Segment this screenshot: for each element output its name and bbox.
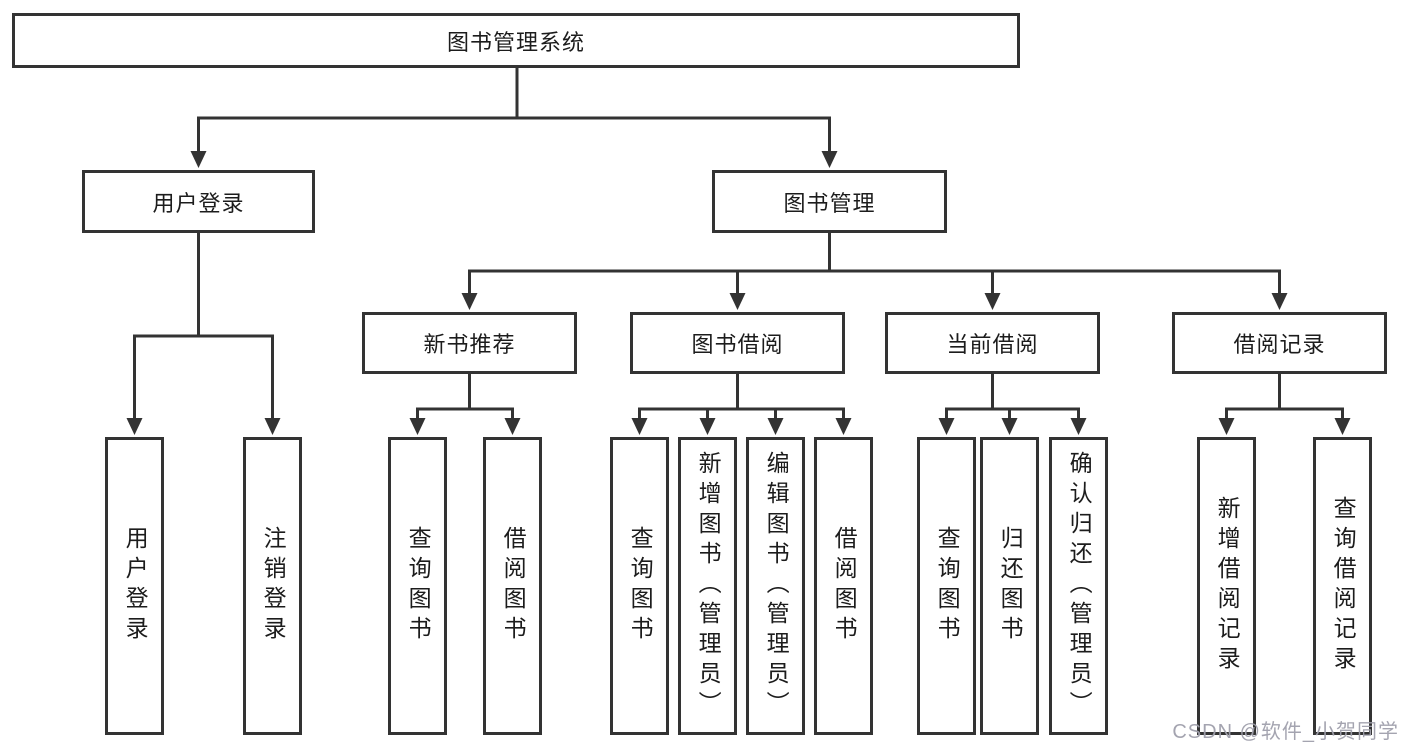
arrowhead [190,151,207,168]
node-book-management: 图书管理 [712,170,947,233]
leaf-confirm-return-admin: 确认归还（管理员） [1049,437,1108,735]
leaf-add-books-admin-label: 新增图书（管理员） [695,451,722,721]
leaf-query-borrow-record-label: 查询借阅记录 [1330,496,1357,676]
node-current-borrowing-label: 当前借阅 [946,332,1039,357]
leaf-query-books-borrowing-label: 查询图书 [627,526,654,646]
arrowhead [699,418,716,435]
arrowhead [126,418,143,435]
node-new-book-recommendation: 新书推荐 [362,312,577,374]
leaf-logout-label: 注销登录 [260,526,287,646]
connector-book-management-to-level3 [468,230,1281,297]
arrowhead [835,418,852,435]
leaf-logout: 注销登录 [243,437,302,735]
leaf-query-books-recommend-label: 查询图书 [405,526,432,646]
node-new-book-recommendation-label: 新书推荐 [423,332,516,357]
leaf-confirm-return-admin-label: 确认归还（管理员） [1066,451,1093,721]
node-user-login: 用户登录 [82,170,315,233]
arrowhead [409,418,426,435]
leaf-add-borrow-record-label: 新增借阅记录 [1214,496,1241,676]
node-borrowing-records: 借阅记录 [1172,312,1387,374]
leaf-query-books-borrowing: 查询图书 [610,437,669,735]
leaf-query-books-current: 查询图书 [917,437,976,735]
arrowhead [821,151,838,168]
node-book-borrowing: 图书借阅 [630,312,845,374]
connector-new-book-recommendation-to-leaves [416,371,514,422]
leaf-return-books: 归还图书 [980,437,1039,735]
arrowhead [631,418,648,435]
leaf-query-borrow-record: 查询借阅记录 [1313,437,1372,735]
leaf-query-books-current-label: 查询图书 [934,526,961,646]
arrowhead [1070,418,1087,435]
leaf-user-login-label: 用户登录 [122,526,149,646]
csdn-watermark: CSDN @软件_小贺同学 [1172,721,1399,743]
connector-user-login-to-leaves [133,230,274,422]
leaf-user-login: 用户登录 [105,437,164,735]
arrowhead [729,293,746,310]
node-root-label: 图书管理系统 [446,29,585,55]
leaf-return-books-label: 归还图书 [997,526,1024,646]
leaf-borrow-books-recommend: 借阅图书 [483,437,542,735]
leaf-borrow-books-borrowing-label: 借阅图书 [831,526,858,646]
arrowhead [984,293,1001,310]
leaf-add-borrow-record: 新增借阅记录 [1197,437,1256,735]
leaf-add-books-admin: 新增图书（管理员） [678,437,737,735]
arrowhead [767,418,784,435]
connector-current-borrowing-to-leaves [945,371,1080,422]
arrowhead [461,293,478,310]
node-borrowing-records-label: 借阅记录 [1233,332,1326,357]
connector-book-borrowing-to-leaves [638,371,845,422]
arrowhead [1334,418,1351,435]
connector-root-to-level2 [197,65,831,155]
arrowhead [504,418,521,435]
node-book-borrowing-label: 图书借阅 [691,332,784,357]
node-root: 图书管理系统 [12,13,1020,68]
arrowhead [1271,293,1288,310]
leaf-borrow-books-recommend-label: 借阅图书 [500,526,527,646]
connector-borrowing-records-to-leaves [1225,371,1344,422]
arrowhead [1001,418,1018,435]
leaf-borrow-books-borrowing: 借阅图书 [814,437,873,735]
node-current-borrowing: 当前借阅 [885,312,1100,374]
leaf-edit-books-admin: 编辑图书（管理员） [746,437,805,735]
arrowhead [264,418,281,435]
node-book-management-label: 图书管理 [783,190,876,216]
arrowhead [1218,418,1235,435]
arrowhead [938,418,955,435]
leaf-query-books-recommend: 查询图书 [388,437,447,735]
leaf-edit-books-admin-label: 编辑图书（管理员） [763,451,790,721]
node-user-login-label: 用户登录 [152,190,245,216]
